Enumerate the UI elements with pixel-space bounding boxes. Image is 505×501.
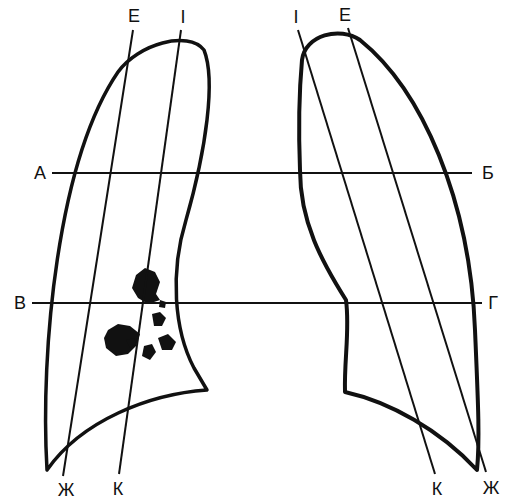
- section-letter: К: [432, 480, 443, 498]
- section-letter: Ж: [483, 479, 500, 497]
- section-letter: В: [14, 294, 26, 312]
- section-letter: К: [113, 480, 124, 498]
- section-letter: Г: [488, 294, 498, 312]
- section-letter: Е: [128, 7, 140, 25]
- section-letter: І: [180, 8, 185, 26]
- projection-lines: [32, 28, 486, 476]
- lesion-shadows: [104, 268, 176, 360]
- left-lung-outline: [46, 41, 210, 470]
- right-lung-outline: [299, 33, 478, 470]
- section-letter: А: [34, 164, 46, 182]
- section-letter: Б: [482, 164, 494, 182]
- section-letter: Ж: [58, 481, 75, 499]
- section-letter: Е: [339, 6, 351, 24]
- section-letter: І: [293, 8, 298, 26]
